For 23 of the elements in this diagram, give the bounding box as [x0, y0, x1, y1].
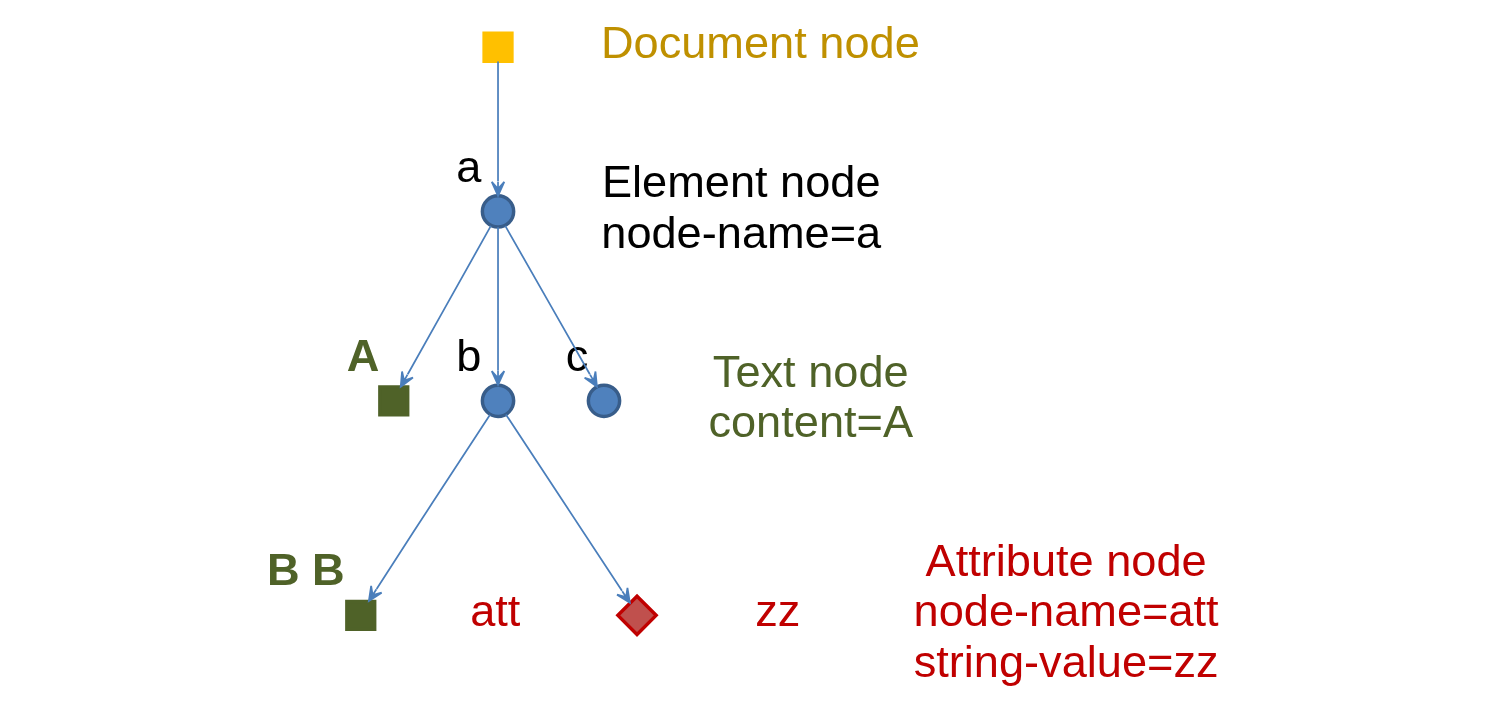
- arrow: [490, 60, 506, 197]
- node-circle: [586, 383, 622, 419]
- node-label: B B: [266, 544, 345, 596]
- node-label: att: [470, 585, 521, 637]
- arrow: [505, 413, 631, 604]
- node-label: a: [456, 140, 482, 192]
- node-box: [345, 599, 377, 631]
- node-box: [482, 31, 514, 63]
- node-label: b: [456, 329, 482, 381]
- node-diamond: [615, 593, 659, 637]
- label: Element node node-name=a: [601, 156, 882, 258]
- arrow: [399, 225, 492, 388]
- arrow: [368, 413, 491, 602]
- node-box: [378, 385, 410, 417]
- node-circle: [480, 383, 516, 419]
- node-label: zz: [755, 585, 801, 637]
- label: Text node content=A: [708, 345, 914, 447]
- label: Attribute node node-name=att string-value=zz: [913, 534, 1219, 687]
- arrow: [504, 225, 598, 388]
- node-circle: [480, 194, 516, 229]
- node-label: A: [346, 329, 380, 381]
- arrow: [490, 226, 506, 386]
- label: Document node: [600, 17, 920, 69]
